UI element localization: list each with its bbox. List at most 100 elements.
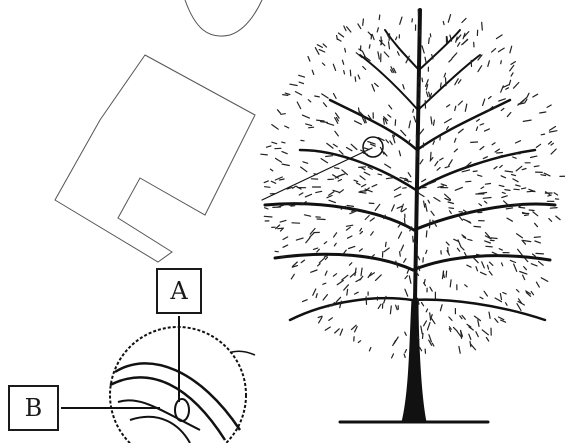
twig [334, 243, 336, 246]
twig [413, 236, 414, 242]
twig [489, 312, 490, 318]
twig [501, 61, 502, 64]
twig [314, 174, 317, 175]
twig [444, 73, 445, 77]
twig [520, 272, 527, 275]
twig [518, 249, 523, 255]
twig [319, 50, 325, 52]
twig [283, 237, 288, 240]
twig [327, 123, 334, 125]
twig [349, 263, 351, 265]
twig [422, 303, 424, 306]
twig [342, 275, 348, 280]
twig [482, 262, 485, 268]
twig [369, 45, 370, 48]
twig [531, 292, 533, 295]
twig [551, 143, 553, 145]
twig [399, 232, 402, 238]
twig [441, 83, 442, 87]
twig [499, 185, 504, 186]
twig [465, 285, 468, 287]
twig [426, 231, 427, 237]
twig [485, 129, 490, 131]
twig [336, 297, 341, 302]
twig [460, 217, 463, 220]
twig [295, 92, 301, 95]
twig [384, 52, 389, 57]
twig [359, 108, 360, 112]
twig [536, 144, 540, 147]
twig [527, 191, 534, 192]
twig [549, 219, 552, 222]
twig [282, 152, 287, 154]
twig [420, 347, 422, 350]
twig [525, 99, 527, 103]
twig [386, 178, 392, 179]
twig [264, 216, 272, 217]
twig [299, 193, 303, 195]
twig [278, 228, 284, 229]
twig [489, 262, 493, 265]
twig [501, 86, 504, 92]
twig [473, 171, 477, 172]
twig [486, 246, 492, 247]
twig [443, 272, 444, 278]
twig [323, 283, 326, 284]
twig [549, 131, 557, 132]
twig [333, 64, 335, 70]
twig [305, 194, 311, 197]
twig [272, 142, 277, 144]
twig [463, 219, 470, 222]
twig [494, 167, 497, 169]
twig [421, 326, 422, 334]
twig [302, 115, 309, 118]
twig [370, 218, 374, 221]
twig [396, 305, 398, 310]
twig [492, 143, 495, 145]
twig [385, 164, 391, 168]
twig [390, 306, 391, 314]
twig [506, 88, 509, 89]
twig [358, 24, 361, 29]
twig [510, 260, 515, 262]
twig [418, 193, 424, 197]
twig [503, 293, 506, 294]
twig [465, 104, 467, 111]
twig [523, 275, 525, 280]
tree-trunk [402, 300, 426, 422]
twig [338, 33, 343, 37]
twig [301, 260, 304, 263]
twig [476, 127, 477, 130]
twig [363, 19, 364, 25]
twig [424, 321, 427, 326]
twig [523, 120, 531, 121]
twig [529, 210, 534, 211]
twig [356, 183, 360, 185]
twig [482, 22, 483, 30]
twig [547, 105, 551, 107]
twig [497, 153, 503, 154]
twig [405, 350, 406, 353]
twig [327, 143, 333, 148]
twig [514, 264, 517, 271]
twig [427, 92, 429, 97]
twig [379, 15, 380, 20]
twig [433, 141, 434, 144]
twig [420, 160, 423, 164]
twig [447, 105, 450, 107]
twig [397, 206, 402, 208]
twig [399, 151, 400, 156]
twig [282, 142, 285, 143]
branch-bud [175, 399, 189, 421]
twig [425, 57, 426, 63]
twig [440, 158, 444, 160]
twig [407, 270, 408, 273]
twig [306, 124, 312, 126]
twig [276, 158, 282, 162]
twig [485, 241, 491, 243]
twig [349, 246, 355, 248]
twig [281, 229, 283, 231]
twig [338, 39, 342, 41]
twig [516, 185, 520, 186]
